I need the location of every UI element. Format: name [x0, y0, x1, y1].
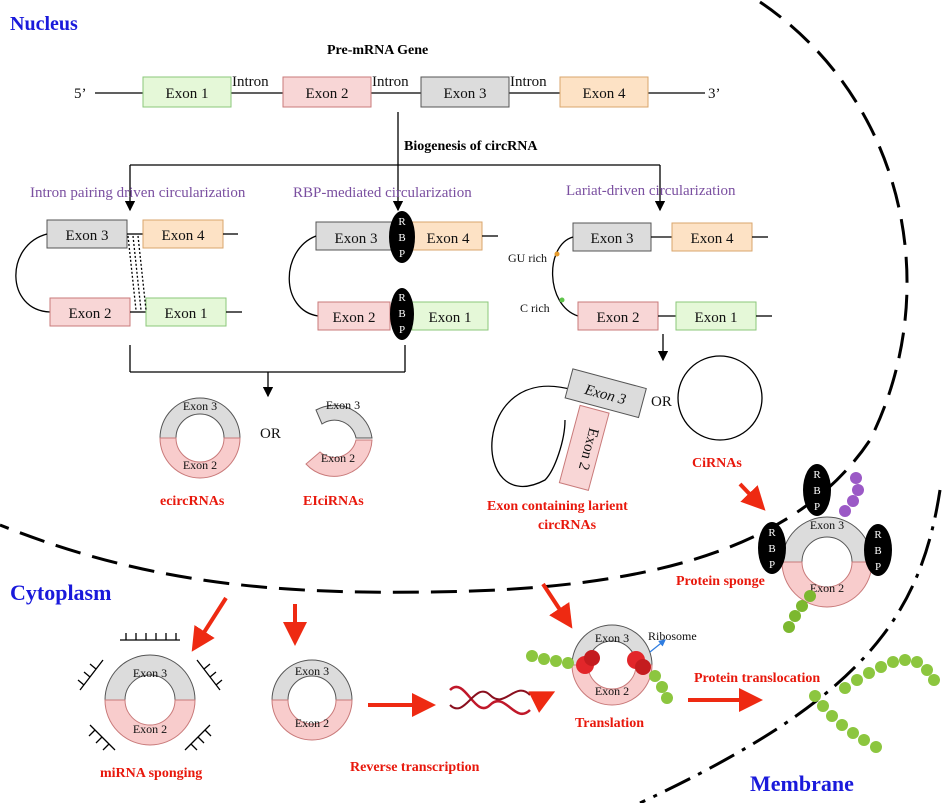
svg-text:Exon 3: Exon 3 [326, 398, 360, 412]
svg-text:B: B [768, 543, 775, 555]
or-label-1: OR [260, 426, 281, 442]
svg-text:B: B [398, 232, 405, 244]
c-rich-label: C rich [520, 301, 550, 315]
cdna-helix [449, 685, 531, 715]
svg-text:B: B [874, 545, 881, 557]
reverse-transcription-label: Reverse transcription [350, 760, 480, 775]
rt-ring: Exon 3 Exon 2 [271, 659, 353, 741]
or-label-2: OR [651, 394, 672, 410]
lariat-exon4: Exon 4 [691, 231, 734, 247]
exon3-box [420, 76, 510, 108]
svg-text:R: R [768, 527, 776, 539]
intron-pairing-label: Intron pairing driven circularization [30, 185, 246, 201]
ip-exon4: Exon 4 [162, 228, 205, 244]
intron-pairing-structure: Exon 3 Exon 4 Exon 2 Exon 1 [15, 219, 242, 327]
exon2-label: Exon 2 [306, 86, 349, 102]
translocated-protein [809, 654, 940, 753]
translation-label: Translation [575, 716, 644, 731]
rbp-mediated-label: RBP-mediated circularization [293, 185, 472, 201]
svg-text:Exon 3: Exon 3 [133, 666, 167, 680]
rbp-protein-bottom [390, 288, 414, 340]
pre-mrna-gene: 5’ 3’ Exon 1 Intron Exon 2 Intron Exon 3… [74, 74, 721, 108]
ip-exon2: Exon 2 [69, 306, 112, 322]
mirna-sponge: Exon 3 Exon 2 [77, 633, 223, 751]
five-prime-label: 5’ [74, 86, 87, 102]
protein-sponge-ring: Exon 3 Exon 2 R B P R B P R B P [758, 464, 892, 633]
lariat-exon3: Exon 3 [591, 231, 634, 247]
exon1-box [142, 76, 232, 108]
biogenesis-label: Biogenesis of circRNA [404, 139, 538, 154]
lariat-driven-label: Lariat-driven circularization [566, 183, 736, 199]
rbp-structure: Exon 3 Exon 4 R B P Exon 2 Exon 1 R B P [288, 211, 498, 340]
svg-text:P: P [769, 559, 775, 571]
svg-text:R: R [874, 529, 882, 541]
lariat-circrna: Exon 3 Exon 2 [491, 368, 647, 492]
ip-exon1: Exon 1 [165, 306, 208, 322]
svg-text:Exon 2: Exon 2 [133, 722, 167, 736]
gu-rich-label: GU rich [508, 251, 547, 265]
rbp-exon4: Exon 4 [427, 231, 470, 247]
exon4-label: Exon 4 [583, 86, 626, 102]
intron-label-1: Intron [232, 74, 269, 90]
ecircrna-ring: Exon 3 Exon 2 [159, 397, 241, 479]
exon-lariat-label-2: circRNAs [538, 518, 597, 533]
svg-text:R: R [398, 292, 406, 304]
svg-text:Exon 3: Exon 3 [183, 399, 217, 413]
intron-label-2: Intron [372, 74, 409, 90]
svg-text:P: P [399, 324, 405, 336]
exon3-label: Exon 3 [444, 86, 487, 102]
exon1-label: Exon 1 [166, 86, 209, 102]
exon4-box [559, 76, 649, 108]
svg-text:Exon 2: Exon 2 [183, 458, 217, 472]
three-prime-label: 3’ [708, 86, 721, 102]
svg-text:P: P [399, 248, 405, 260]
lariat-exon2: Exon 2 [597, 310, 640, 326]
mirna-sponging-label: miRNA sponging [100, 766, 202, 781]
svg-text:Exon 2: Exon 2 [295, 716, 329, 730]
translation-ring: Exon 3 Exon 2 [526, 624, 673, 706]
rbp-exon1: Exon 1 [429, 310, 472, 326]
protein-translocation-label: Protein translocation [694, 671, 820, 686]
exon2-box [282, 76, 372, 108]
ecircrnas-label: ecircRNAs [160, 494, 225, 509]
svg-text:P: P [875, 561, 881, 573]
svg-text:Exon 3: Exon 3 [810, 518, 844, 532]
ip-exon3: Exon 3 [66, 228, 109, 244]
membrane-label: Membrane [750, 771, 854, 796]
cirna-circle [677, 355, 763, 441]
elcirnas-label: EIciRNAs [303, 494, 364, 509]
nucleus-label: Nucleus [10, 13, 78, 35]
cirnas-label: CiRNAs [692, 456, 742, 471]
svg-text:Exon 3: Exon 3 [595, 631, 629, 645]
svg-text:Exon 2: Exon 2 [321, 451, 355, 465]
rbp-protein-top [389, 211, 415, 263]
lariat-exon1: Exon 1 [695, 310, 738, 326]
elcirna-ring: Exon 3 Exon 2 [305, 398, 373, 477]
exon-lariat-label-1: Exon containing larient [487, 499, 628, 514]
rbp-exon3: Exon 3 [335, 231, 378, 247]
protein-sponge-label: Protein sponge [676, 574, 765, 589]
svg-text:P: P [814, 501, 820, 513]
nuclear-envelope [0, 0, 909, 594]
cytoplasm-label: Cytoplasm [10, 580, 111, 605]
rbp-exon2: Exon 2 [333, 310, 376, 326]
lariat-structure: Exon 3 Exon 4 GU rich C rich Exon 2 Exon… [508, 222, 772, 362]
svg-text:R: R [398, 216, 406, 228]
svg-text:Exon 2: Exon 2 [810, 581, 844, 595]
svg-text:Exon 3: Exon 3 [295, 664, 329, 678]
svg-text:B: B [813, 485, 820, 497]
intron-label-3: Intron [510, 74, 547, 90]
gene-title: Pre-mRNA Gene [327, 43, 428, 58]
cell-membrane [639, 489, 942, 803]
svg-text:B: B [398, 308, 405, 320]
svg-text:Exon 2: Exon 2 [595, 684, 629, 698]
ribosome-label: Ribosome [648, 629, 697, 643]
svg-text:R: R [813, 469, 821, 481]
